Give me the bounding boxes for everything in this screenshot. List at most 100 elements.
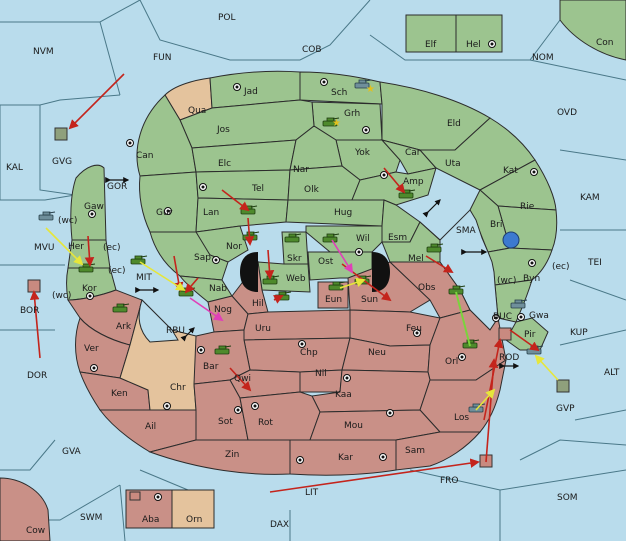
unit-fleet-bor[interactable]	[27, 279, 41, 293]
province-sam[interactable]	[395, 431, 482, 471]
label-zin: Zin	[225, 450, 239, 460]
label-lit: LIT	[305, 488, 319, 498]
province-tel[interactable]	[195, 169, 291, 201]
province-rot[interactable]	[239, 391, 321, 441]
label-aba: Aba	[142, 515, 159, 525]
coast-tags: (wc) (ec) (ec) (wc) (ec) (wc)	[52, 216, 570, 301]
straits	[105, 177, 520, 369]
label-som: SOM	[557, 493, 578, 503]
label-nab: Nab	[209, 284, 227, 294]
label-kal: KAL	[6, 163, 23, 173]
label-sot: Sot	[218, 417, 233, 427]
label-mel: Mel	[408, 254, 424, 264]
province-hel[interactable]	[455, 14, 503, 53]
label-pir: Pir	[524, 330, 536, 340]
label-amp: Amp	[403, 177, 424, 187]
label-obs: Obs	[418, 283, 436, 293]
sea-rbu	[138, 299, 179, 343]
label-fun: FUN	[153, 53, 172, 63]
label-her: Her	[68, 242, 84, 252]
label-kam: KAM	[580, 193, 600, 203]
label-grh: Grh	[344, 109, 360, 119]
coast-tag: (ec)	[552, 262, 570, 272]
label-nom: NOM	[532, 53, 554, 63]
label-rbu: RBU	[166, 326, 185, 336]
label-mou: Mou	[344, 421, 363, 431]
label-bar: Bar	[203, 362, 219, 372]
label-ken: Ken	[111, 389, 128, 399]
coast-tag: (ec)	[103, 243, 121, 253]
label-uta: Uta	[445, 159, 461, 169]
label-buc: BUC	[493, 312, 512, 322]
label-rot: Rot	[258, 418, 273, 428]
label-nil: Nil	[315, 369, 327, 379]
coast-tag: (wc)	[497, 276, 516, 286]
label-chp: Chp	[300, 348, 318, 358]
label-kup: KUP	[570, 328, 588, 338]
province-lan[interactable]	[195, 197, 289, 233]
province-labels: POL COB NVM FUN NOM Con Elf Hel OVD KAM …	[6, 13, 620, 536]
label-orl: Orl	[445, 357, 458, 367]
star-icons: ★ ★	[332, 84, 375, 129]
unit-fleet-gvp[interactable]	[556, 379, 570, 393]
label-wil: Wil	[356, 234, 370, 244]
coast-tag: (wc)	[52, 291, 71, 301]
label-rod: ROD	[499, 353, 519, 363]
unit-fleet-rod[interactable]	[498, 327, 512, 341]
unit-fleet-gvg[interactable]	[54, 127, 68, 141]
label-sch: Sch	[331, 88, 347, 98]
province-orn[interactable]	[171, 489, 215, 529]
label-hil: Hil	[252, 299, 264, 309]
province-cow[interactable]	[0, 477, 51, 541]
supply-centers	[86, 40, 538, 501]
label-sun: Sun	[361, 295, 378, 305]
label-uru: Uru	[255, 324, 271, 334]
island-elf-hel	[405, 14, 503, 53]
star-icon: ★	[366, 84, 375, 95]
label-ovd: OVD	[557, 108, 577, 118]
label-rie: Rie	[520, 202, 535, 212]
label-mvu: MVU	[34, 243, 55, 253]
label-mit: MIT	[136, 273, 152, 283]
label-neu: Neu	[368, 348, 386, 358]
label-hel: Hel	[466, 40, 481, 50]
label-sma: SMA	[456, 226, 476, 236]
coast-tag: (wc)	[58, 216, 77, 226]
label-alt: ALT	[604, 368, 620, 378]
label-qwi: Qwi	[234, 374, 251, 384]
label-olk: Olk	[304, 185, 320, 195]
label-qua: Qua	[188, 106, 206, 116]
label-jos: Jos	[216, 125, 230, 135]
label-elf: Elf	[425, 40, 437, 50]
label-pol: POL	[218, 13, 236, 23]
label-bor: BOR	[20, 306, 39, 316]
label-jad: Jad	[243, 87, 258, 97]
label-byn: Byn	[523, 274, 540, 284]
unit-fleet-aba[interactable]	[129, 491, 141, 501]
label-dor: DOR	[27, 371, 47, 381]
label-elc: Elc	[218, 159, 231, 169]
province-gur[interactable]	[139, 171, 199, 233]
label-gvp: GVP	[556, 404, 575, 414]
label-dax: DAX	[270, 520, 289, 530]
label-ark: Ark	[116, 322, 132, 332]
orders	[29, 73, 559, 493]
label-los: Los	[454, 413, 469, 423]
label-tel: Tel	[251, 184, 264, 194]
label-cob: COB	[302, 45, 322, 55]
label-hug: Hug	[334, 208, 352, 218]
label-ost: Ost	[318, 257, 334, 267]
label-nvm: NVM	[33, 47, 54, 57]
label-nar: Nar	[293, 165, 309, 175]
label-kat: Kat	[503, 166, 518, 176]
label-yok: Yok	[354, 148, 371, 158]
label-swm: SWM	[80, 513, 102, 523]
label-gur: Gur	[156, 208, 173, 218]
label-web: Web	[286, 274, 306, 284]
label-eun: Eun	[325, 295, 342, 305]
province-nar[interactable]	[289, 125, 343, 171]
label-sam: Sam	[405, 446, 425, 456]
province-chp[interactable]	[243, 337, 351, 373]
unit-fleet-bri[interactable]	[502, 231, 520, 249]
